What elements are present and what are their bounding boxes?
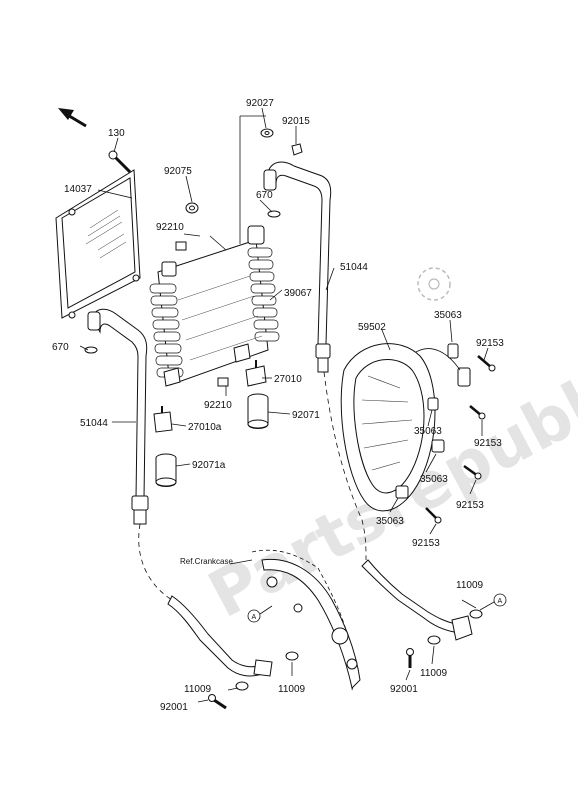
label-92153-a: 92153	[476, 338, 504, 349]
leader-lines	[79, 107, 489, 703]
clamp-35063-b	[427, 397, 439, 411]
label-92071a: 92071a	[192, 460, 226, 471]
o-ring-670-left	[84, 346, 98, 354]
label-27010: 27010	[274, 374, 302, 385]
washer-92027	[260, 128, 274, 138]
label-92210-bottom: 92210	[204, 400, 232, 411]
label-35063-c: 35063	[420, 474, 448, 485]
label-59502: 59502	[358, 322, 386, 333]
label-92027: 92027	[246, 98, 274, 109]
radiator-39067	[149, 225, 280, 387]
label-92153-d: 92153	[412, 538, 440, 549]
fitting-cover-92071a	[155, 453, 177, 487]
fitting-27010	[245, 360, 267, 387]
bolt-92001-left	[208, 694, 227, 710]
screw-92153-d	[425, 507, 442, 524]
fitting-cover-92071	[247, 393, 269, 429]
label-670-top: 670	[256, 190, 273, 201]
bracket-92210-bottom	[217, 377, 229, 387]
label-39067: 39067	[284, 288, 312, 299]
label-35063-a: 35063	[434, 310, 462, 321]
callout-a-left: A	[247, 605, 273, 623]
washer-11009-right-b	[427, 635, 441, 645]
label-670-left: 670	[52, 342, 69, 353]
radiator-screen	[55, 169, 141, 319]
label-92210-top: 92210	[156, 222, 184, 233]
washer-11009-left-a	[235, 681, 249, 691]
label-92153-c: 92153	[456, 500, 484, 511]
svg-text:A: A	[498, 598, 503, 605]
label-92015: 92015	[282, 116, 310, 127]
label-35063-b: 35063	[414, 426, 442, 437]
screw-92153-a	[477, 355, 496, 372]
clamp-35063-d	[395, 485, 409, 499]
fan-connector	[415, 348, 471, 387]
lower-hose-right	[361, 559, 473, 641]
label-27010a: 27010a	[188, 422, 222, 433]
bracket-92210-top	[175, 241, 187, 251]
label-51044-left: 51044	[80, 418, 108, 429]
label-11009-left-b: 11009	[278, 684, 306, 695]
fan-shroud-59502	[340, 343, 436, 512]
label-130: 130	[108, 128, 125, 139]
svg-text:A: A	[252, 614, 257, 621]
bolt-92001-right	[406, 648, 414, 668]
label-11009-right-a: 11009	[456, 580, 484, 591]
label-11009-left-a: 11009	[184, 684, 212, 695]
screw-92153-c	[463, 464, 482, 480]
grommet-92075	[185, 202, 199, 214]
washer-11009-left-b	[285, 651, 299, 661]
o-ring-670-top	[267, 210, 281, 218]
clamp-35063-a	[447, 343, 459, 359]
oil-hose-51044-right	[263, 161, 332, 373]
washer-11009-right-a	[469, 609, 483, 619]
cap-92015	[291, 143, 303, 156]
radiator-fins-right	[247, 247, 280, 342]
label-11009-right-b: 11009	[420, 668, 448, 679]
gear-logo-icon	[417, 267, 451, 301]
oil-hose-51044-left	[87, 308, 149, 525]
label-35063-d: 35063	[376, 516, 404, 527]
callout-a-right: A	[479, 593, 507, 611]
lower-hose-left	[167, 595, 273, 677]
bolt-130	[108, 150, 132, 174]
label-92001-left: 92001	[160, 702, 188, 713]
clamp-35063-c	[431, 439, 445, 453]
fitting-27010a	[153, 406, 173, 433]
label-51044-right: 51044	[340, 262, 368, 273]
label-92001-right: 92001	[390, 684, 418, 695]
screw-92153-b	[469, 405, 486, 420]
radiator-fins-left	[149, 283, 184, 378]
label-92071: 92071	[292, 410, 320, 421]
crankcase-reference-label: Ref.Crankcase	[180, 557, 233, 566]
label-14037: 14037	[64, 184, 92, 195]
front-direction-arrow-icon	[58, 108, 87, 128]
label-92075: 92075	[164, 166, 192, 177]
label-92153-b: 92153	[474, 438, 502, 449]
crankcase-reference	[251, 549, 361, 691]
